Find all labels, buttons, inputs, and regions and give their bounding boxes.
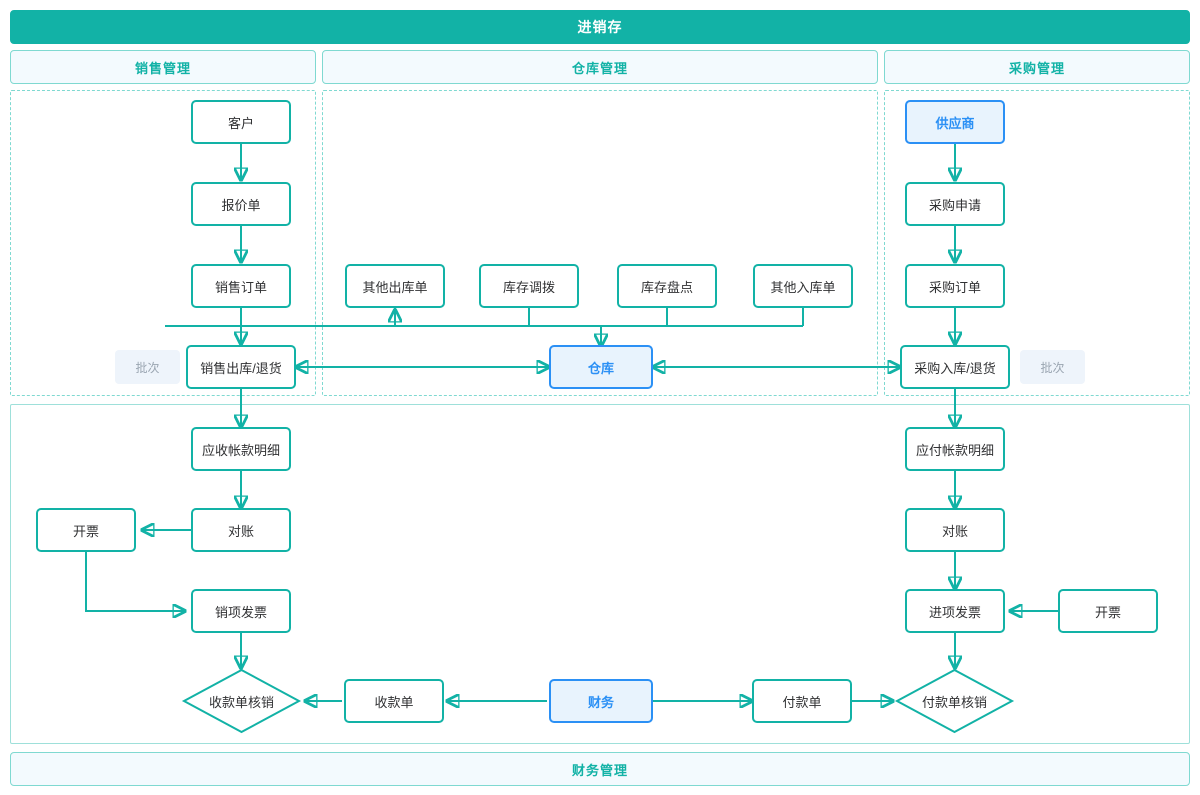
node-payment-voucher[interactable]: 付款单 (752, 679, 852, 723)
node-input-invoice[interactable]: 进项发票 (905, 589, 1005, 633)
node-sales-order[interactable]: 销售订单 (191, 264, 291, 308)
node-other-inbound[interactable]: 其他入库单 (753, 264, 853, 308)
section-header-warehouse: 仓库管理 (322, 50, 878, 84)
zone-sales (10, 90, 316, 396)
node-receipt-voucher[interactable]: 收款单 (344, 679, 444, 723)
node-output-invoice[interactable]: 销项发票 (191, 589, 291, 633)
node-stock-transfer[interactable]: 库存调拨 (479, 264, 579, 308)
node-customer[interactable]: 客户 (191, 100, 291, 144)
node-invoice-purchase[interactable]: 开票 (1058, 589, 1158, 633)
section-header-purchase: 采购管理 (884, 50, 1190, 84)
section-header-sales: 销售管理 (10, 50, 316, 84)
badge-batch-purchase: 批次 (1020, 350, 1085, 384)
node-reconcile-purchase[interactable]: 对账 (905, 508, 1005, 552)
node-invoice-sales[interactable]: 开票 (36, 508, 136, 552)
zone-finance (10, 404, 1190, 744)
zone-warehouse (322, 90, 878, 396)
section-header-finance: 财务管理 (10, 752, 1190, 786)
diagram-title: 进销存 (10, 10, 1190, 44)
node-supplier[interactable]: 供应商 (905, 100, 1005, 144)
node-reconcile-sales[interactable]: 对账 (191, 508, 291, 552)
node-quotation[interactable]: 报价单 (191, 182, 291, 226)
node-other-outbound[interactable]: 其他出库单 (345, 264, 445, 308)
node-receipt-writeoff-label: 收款单核销 (208, 694, 274, 710)
node-payment-writeoff-label: 付款单核销 (921, 694, 987, 710)
node-purchase-request[interactable]: 采购申请 (905, 182, 1005, 226)
node-sales-outbound[interactable]: 销售出库/退货 (186, 345, 296, 389)
zone-purchase (884, 90, 1190, 396)
node-receipt-writeoff[interactable]: 收款单核销 (181, 668, 302, 734)
node-purchase-inbound[interactable]: 采购入库/退货 (900, 345, 1010, 389)
node-stock-count[interactable]: 库存盘点 (617, 264, 717, 308)
node-purchase-order[interactable]: 采购订单 (905, 264, 1005, 308)
badge-batch-sales: 批次 (115, 350, 180, 384)
node-finance-hub[interactable]: 财务 (549, 679, 653, 723)
node-receivable-detail[interactable]: 应收帐款明细 (191, 427, 291, 471)
node-payable-detail[interactable]: 应付帐款明细 (905, 427, 1005, 471)
node-payment-writeoff[interactable]: 付款单核销 (894, 668, 1015, 734)
node-warehouse[interactable]: 仓库 (549, 345, 653, 389)
